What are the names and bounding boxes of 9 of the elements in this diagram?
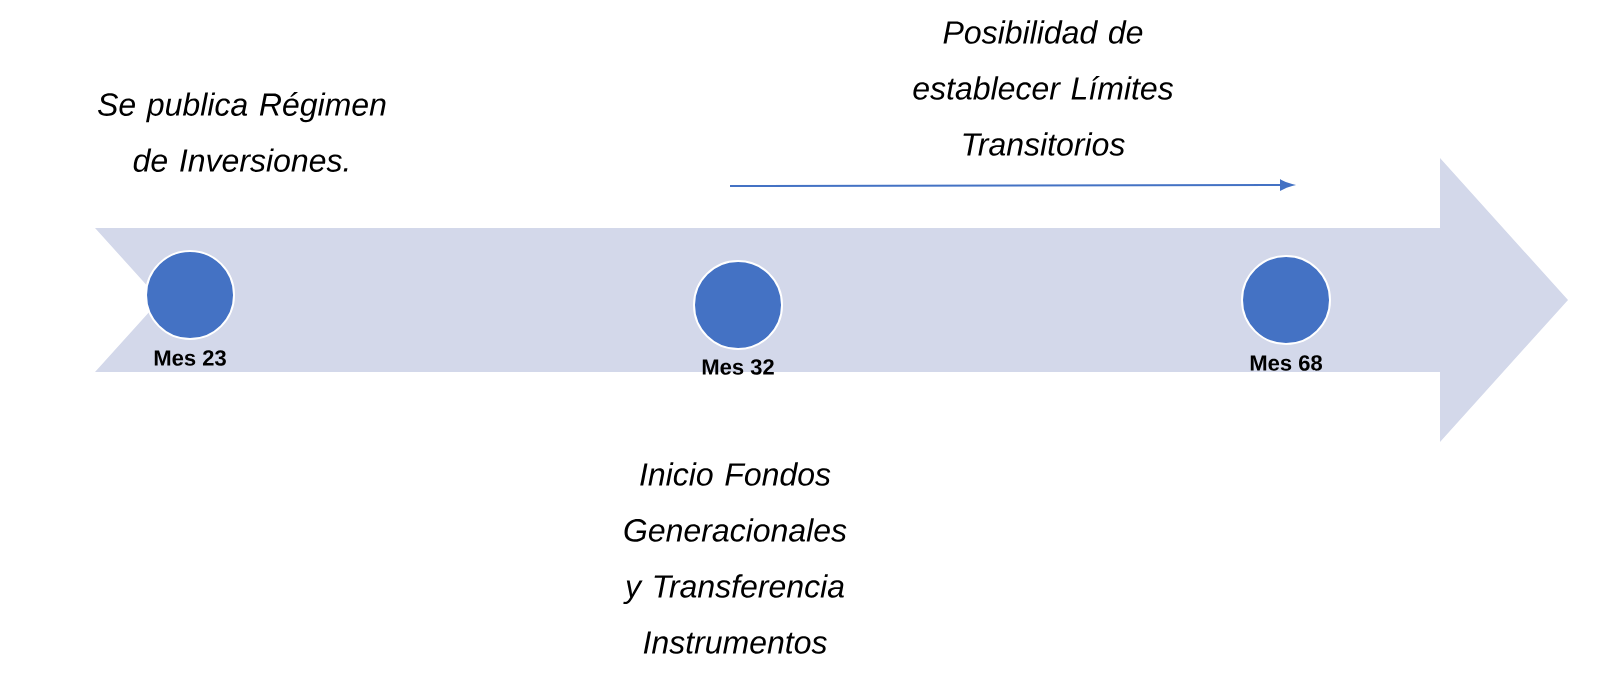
event-text: Inicio Fondos Generacionales y Transferencia Instrumentos (623, 462, 847, 654)
milestone-dot (145, 250, 235, 340)
milestone-dot (693, 260, 783, 350)
milestone-label: Mes 32 (702, 359, 774, 375)
event-text: Posibilidad de establecer Límites Transitorios (913, 20, 1174, 156)
milestone-dot (1241, 255, 1331, 345)
milestone-label: Mes 68 (1250, 355, 1322, 371)
milestone-label: Mes 23 (154, 350, 226, 366)
event-text: Se publica Régimen de Inversiones. (97, 92, 386, 172)
